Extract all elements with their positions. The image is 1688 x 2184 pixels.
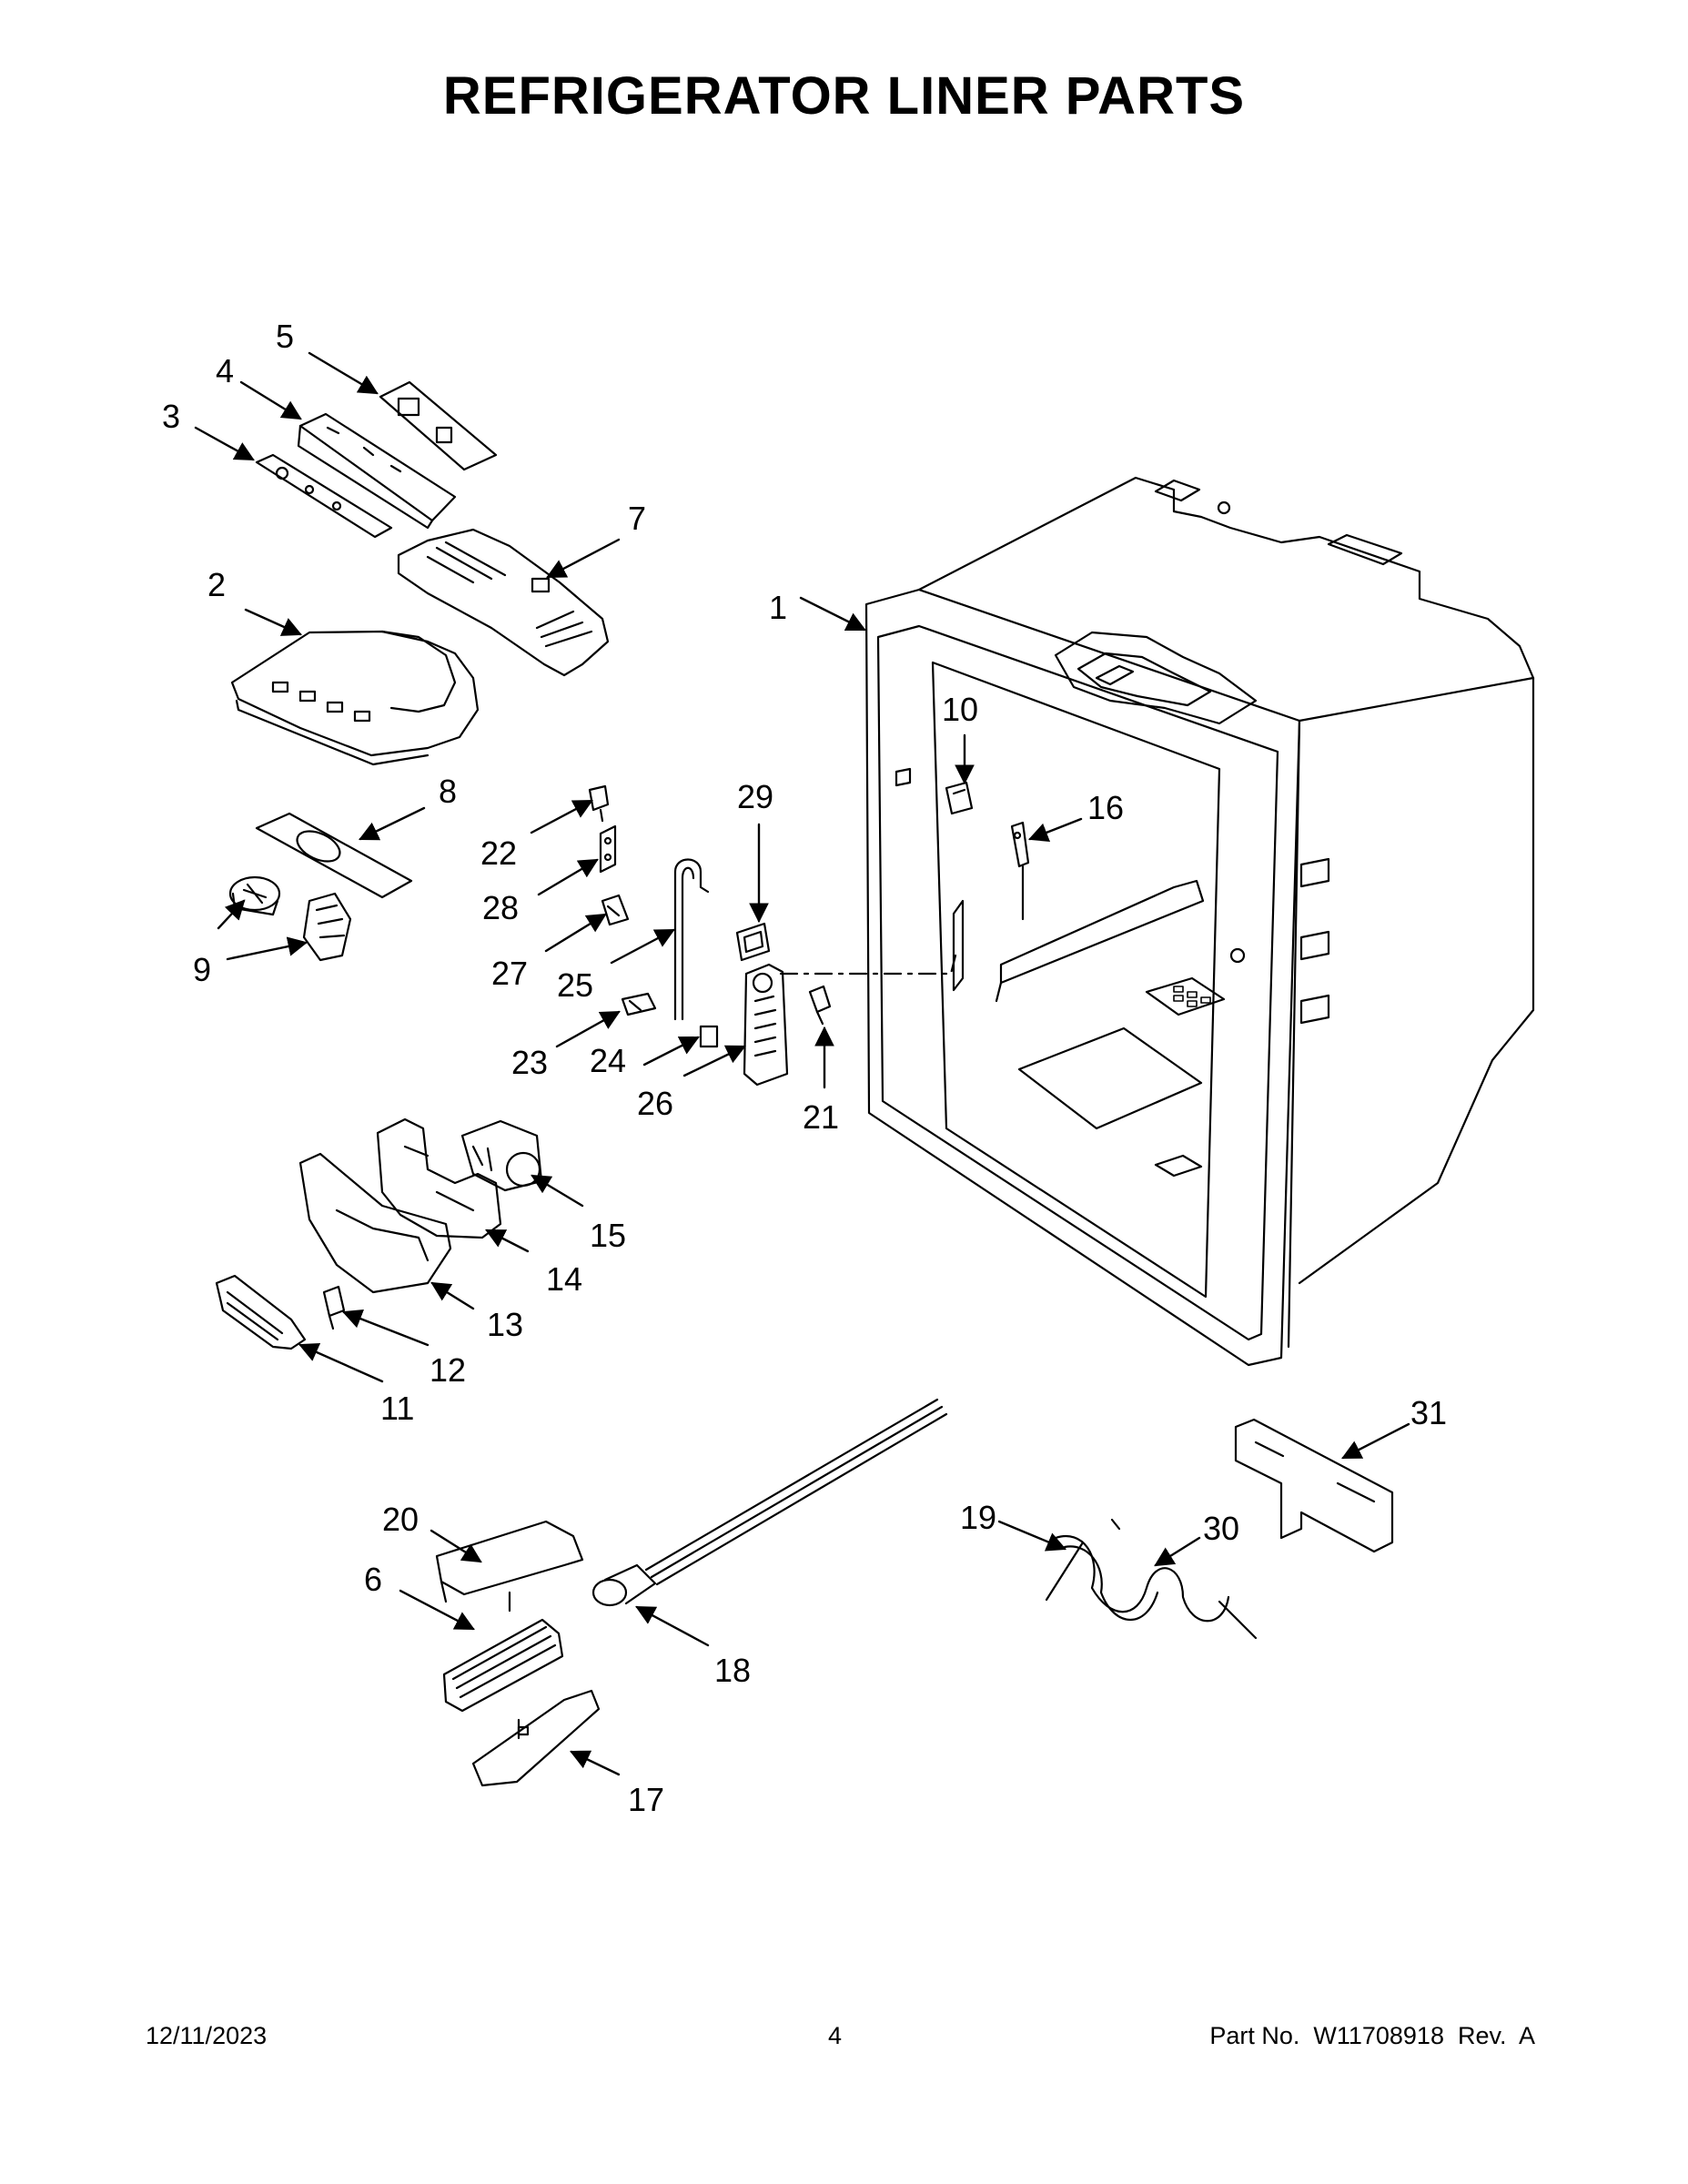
part-3-strip <box>255 453 393 539</box>
part-9-fan-assembly <box>228 875 352 962</box>
callout-2: 2 <box>207 566 226 603</box>
part-24-block <box>699 1025 719 1048</box>
part-23-clip <box>621 992 657 1016</box>
part-31-bracket <box>1234 1418 1394 1553</box>
part-29-gasket <box>735 922 771 962</box>
part-8-cover <box>255 812 413 899</box>
callout-1: 1 <box>769 589 787 626</box>
liner-part <box>864 476 1535 1367</box>
callout-6: 6 <box>364 1561 382 1598</box>
callout-27: 27 <box>491 955 528 992</box>
part-12-screw <box>322 1285 346 1330</box>
part-18-wire-heater <box>591 1398 948 1607</box>
part-25-tube <box>673 858 710 1021</box>
callout-18: 18 <box>714 1652 751 1689</box>
part-20-shield <box>435 1520 584 1603</box>
callout-26: 26 <box>637 1085 673 1122</box>
part-17-bracket <box>471 1689 601 1787</box>
part-21-screw <box>808 985 832 1026</box>
part-11-grille <box>215 1274 307 1350</box>
callout-15: 15 <box>590 1217 626 1254</box>
part-7-vent-cover <box>397 528 610 677</box>
part-2-evaporator-cover <box>230 630 480 766</box>
footer-date: 12/11/2023 <box>146 2022 268 2049</box>
part-14-duct <box>376 1117 502 1239</box>
callout-8: 8 <box>439 773 457 810</box>
callout-20: 20 <box>382 1501 419 1538</box>
part-19-30-heater-coil <box>1045 1518 1258 1640</box>
callout-14: 14 <box>546 1260 582 1298</box>
callout-29: 29 <box>737 778 773 815</box>
part-22-switch <box>588 784 610 823</box>
callout-3: 3 <box>162 398 180 435</box>
callout-23: 23 <box>511 1044 548 1081</box>
part-5-control-board <box>379 380 498 471</box>
callout-24: 24 <box>590 1042 626 1079</box>
callout-10: 10 <box>942 691 978 728</box>
part-28-clip <box>599 824 617 874</box>
callout-30: 30 <box>1203 1510 1239 1547</box>
leader-dash-line <box>779 954 957 976</box>
part-16-thermistor <box>1010 821 1030 921</box>
part-10-switch <box>945 781 974 815</box>
callout-7: 7 <box>628 500 646 537</box>
callout-28: 28 <box>482 889 519 926</box>
callout-4: 4 <box>216 352 234 389</box>
callout-5: 5 <box>276 318 294 355</box>
callout-arrows <box>194 351 1410 1776</box>
part-6-heater <box>442 1591 564 1740</box>
callout-16: 16 <box>1087 789 1124 826</box>
callout-31: 31 <box>1410 1394 1447 1431</box>
callout-17: 17 <box>628 1781 664 1818</box>
callout-13: 13 <box>487 1306 523 1343</box>
part-26-light-housing <box>743 963 789 1087</box>
callout-12: 12 <box>430 1351 466 1389</box>
part-15-damper <box>460 1119 543 1192</box>
page-title: REFRIGERATOR LINER PARTS <box>442 66 1246 126</box>
part-27-bracket <box>601 894 630 926</box>
callout-11: 11 <box>380 1390 414 1427</box>
part-13-shroud <box>298 1152 452 1294</box>
footer-page-number: 4 <box>828 2022 843 2049</box>
footer-part-number: Part No. W11708918 Rev. A <box>1209 2022 1535 2049</box>
callout-labels: 1 2 3 4 5 6 7 8 9 10 11 12 13 14 15 16 1… <box>162 318 1447 1818</box>
callout-9: 9 <box>193 951 211 988</box>
callout-22: 22 <box>480 834 517 872</box>
callout-21: 21 <box>803 1098 839 1136</box>
part-4-housing <box>297 412 457 530</box>
callout-19: 19 <box>960 1499 996 1536</box>
callout-25: 25 <box>557 966 593 1004</box>
